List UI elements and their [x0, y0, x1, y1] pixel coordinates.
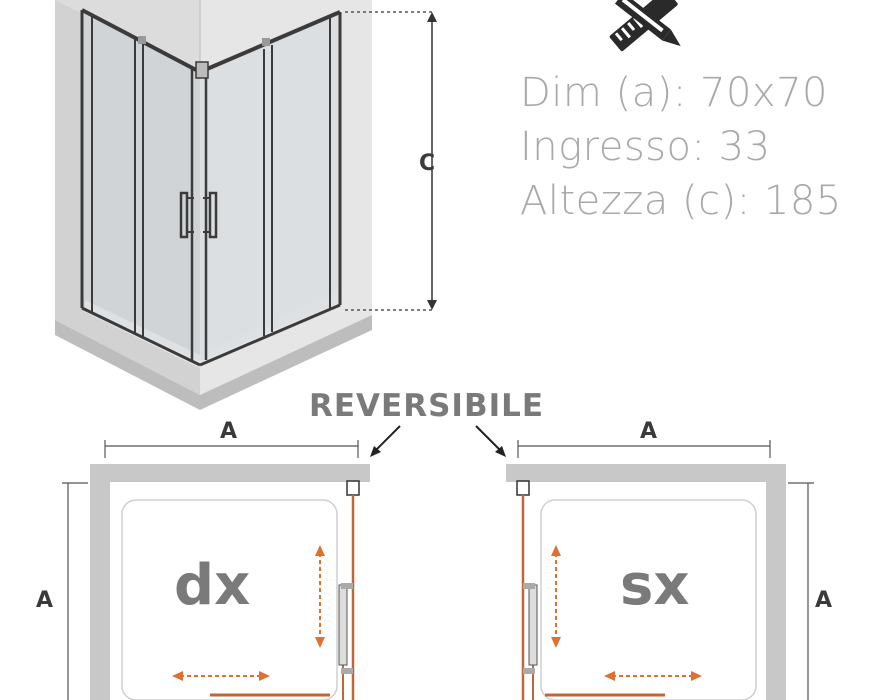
height-dimension: C	[345, 11, 437, 311]
spec-dimension: Dim (a): 70x70	[520, 70, 828, 116]
height-dimension-label: C	[419, 151, 435, 176]
reversible-callout: REVERSIBILE	[309, 388, 544, 457]
plan-dx-width-label: A	[220, 419, 237, 444]
reversible-label: REVERSIBILE	[309, 388, 544, 424]
plan-dx-depth-label: A	[36, 588, 53, 613]
plan-dx: A A dx	[36, 419, 370, 700]
spec-height: Altezza (c): 185	[520, 178, 842, 224]
plan-sx-variant-label: sx	[620, 553, 689, 618]
spec-entrance: Ingresso: 33	[520, 124, 771, 170]
pencil-ruler-icon	[609, 0, 681, 52]
plan-sx-width-label: A	[640, 419, 657, 444]
shower-enclosure-illustration	[55, 0, 372, 410]
plan-dx-variant-label: dx	[174, 553, 250, 618]
plan-sx: A A sx	[506, 419, 832, 700]
plan-sx-depth-label: A	[815, 588, 832, 613]
